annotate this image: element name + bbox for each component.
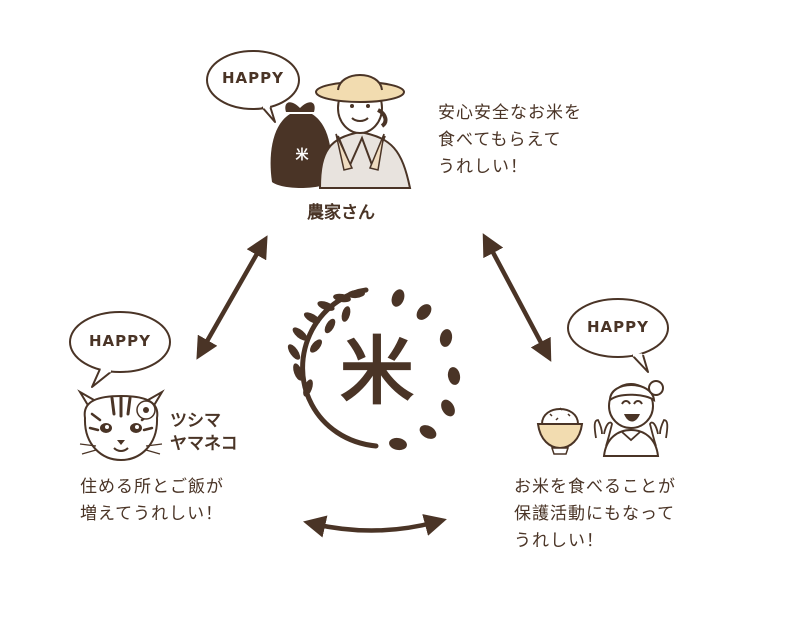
center-kanji: 米 [340, 329, 414, 415]
arrow-cat-child [303, 514, 447, 538]
farmer-message-line: 安心安全なお米を [438, 103, 582, 123]
rice-plant-icon [287, 287, 379, 449]
farmer-icon [315, 74, 412, 189]
arrow-farmer-cat [196, 235, 268, 360]
cat-name-line: ツシマ [170, 411, 221, 431]
child-message: お米を食べることが 保護活動にもなって うれしい！ [514, 474, 676, 555]
cat-speech-bubble [69, 311, 171, 388]
cat-message-line: 住める所とご飯が [80, 477, 224, 497]
rice-grain-ring [389, 289, 461, 451]
farmer-message-line: うれしい！ [438, 157, 528, 177]
farmer-bubble-text: HAPPY [221, 69, 284, 87]
child-message-line: 保護活動にもなって [514, 504, 676, 524]
child-message-line: うれしい！ [514, 531, 604, 551]
cat-name: ツシマ ヤマネコ [170, 410, 238, 456]
rice-sack-icon [270, 102, 332, 188]
cat-message-line: 増えてうれしい！ [80, 504, 224, 524]
child-message-line: お米を食べることが [514, 477, 676, 497]
farmer-message: 安心安全なお米を 食べてもらえて うれしい！ [438, 100, 582, 181]
arrow-farmer-child [482, 233, 552, 362]
cat-message: 住める所とご飯が 増えてうれしい！ [80, 474, 224, 528]
leopard-cat-icon [77, 389, 165, 462]
cat-name-line: ヤマネコ [170, 434, 238, 454]
child-speech-bubble [567, 298, 669, 373]
cat-bubble-text: HAPPY [88, 332, 151, 350]
child-icon [593, 380, 669, 457]
farmer-message-line: 食べてもらえて [438, 130, 562, 150]
farmer-name: 農家さん [307, 203, 375, 223]
sack-label: 米 [295, 148, 309, 163]
child-bubble-text: HAPPY [586, 318, 649, 336]
rice-bowl-icon [536, 407, 584, 455]
farmer-speech-bubble [206, 50, 300, 123]
